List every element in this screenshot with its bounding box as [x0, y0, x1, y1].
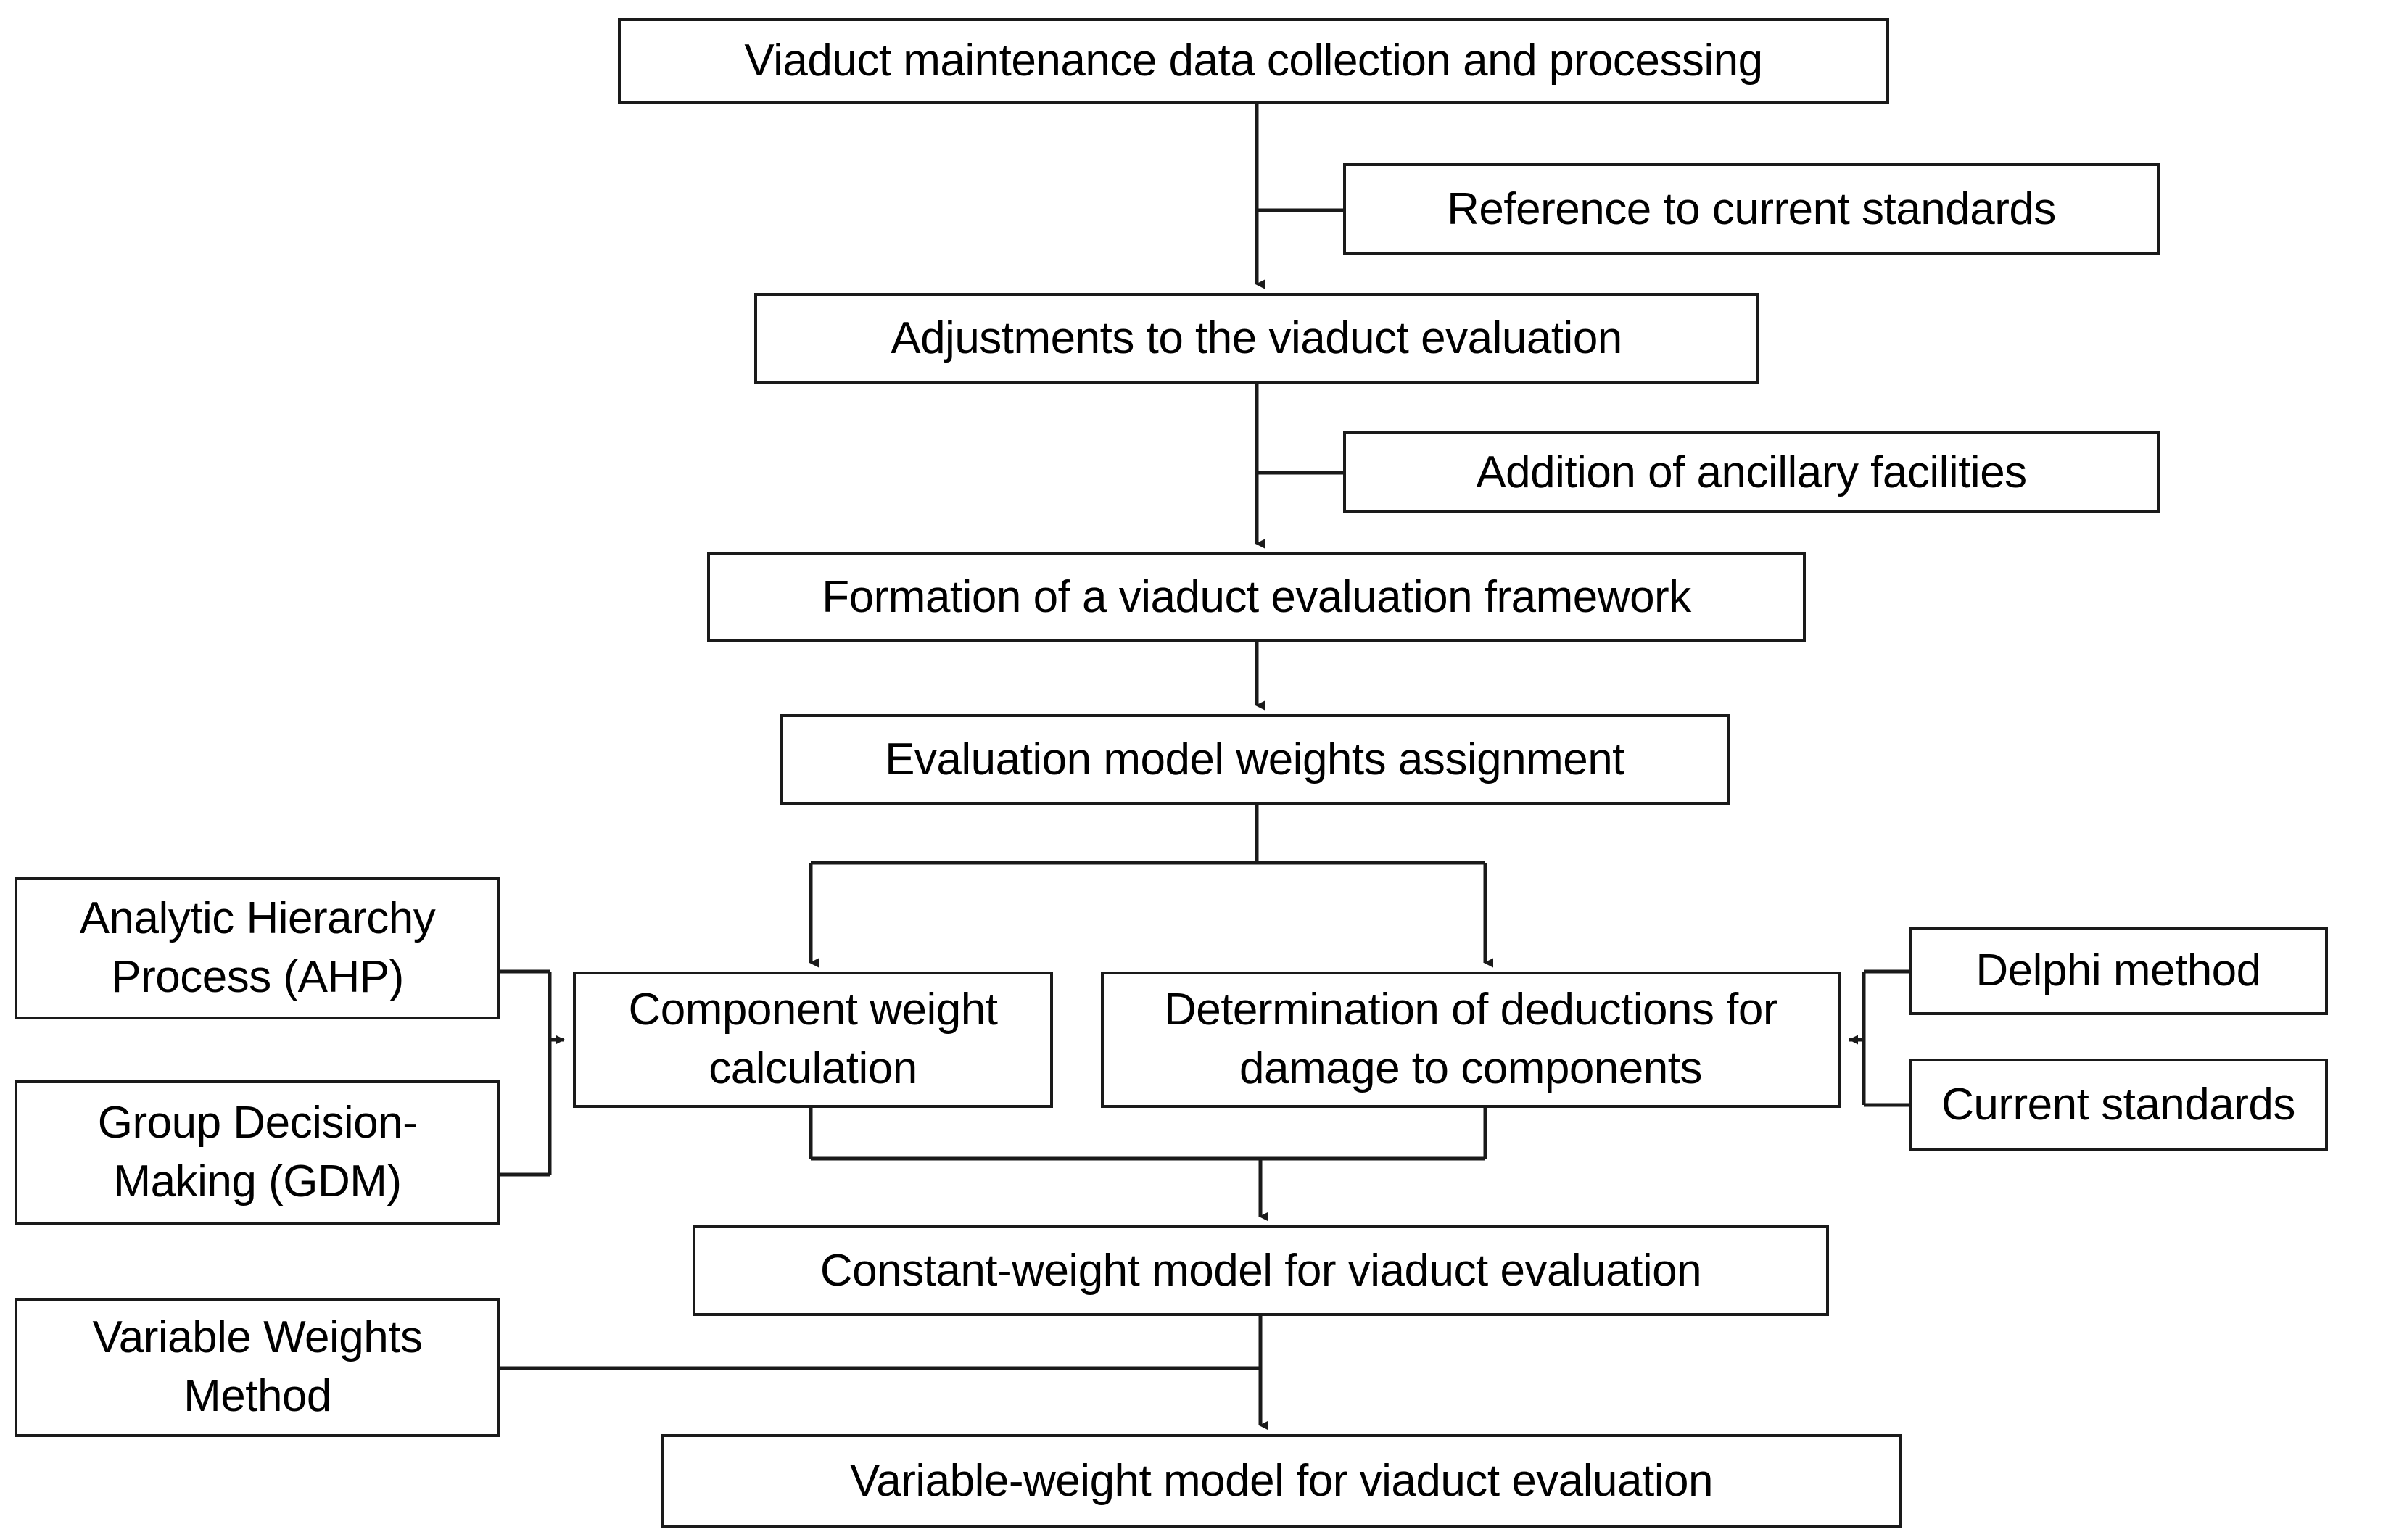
node-current-standards[interactable]: Current standards: [1909, 1059, 2328, 1151]
node-label: Addition of ancillary facilities: [1476, 447, 2027, 497]
node-label: Delphi method: [1975, 945, 2261, 996]
node-label: Reference to current standards: [1447, 183, 2056, 234]
node-weights-assignment[interactable]: Evaluation model weights assignment: [780, 714, 1730, 805]
node-deductions[interactable]: Determination of deductions for damage t…: [1101, 972, 1841, 1108]
node-label: Current standards: [1941, 1080, 2295, 1130]
node-gdm[interactable]: Group Decision-Making (GDM): [15, 1080, 500, 1225]
node-constant-weight-model[interactable]: Constant-weight model for viaduct evalua…: [693, 1225, 1829, 1316]
node-reference-standards[interactable]: Reference to current standards: [1343, 163, 2160, 255]
node-framework-formation[interactable]: Formation of a viaduct evaluation framew…: [707, 552, 1806, 642]
node-data-collection[interactable]: Viaduct maintenance data collection and …: [618, 18, 1889, 104]
node-label: Evaluation model weights assignment: [885, 734, 1624, 785]
node-label: Group Decision-Making (GDM): [97, 1098, 418, 1206]
node-label: Variable-weight model for viaduct evalua…: [850, 1456, 1713, 1507]
node-label: Analytic Hierarchy Process (AHP): [79, 893, 436, 1002]
node-variable-weights-method[interactable]: Variable Weights Method: [15, 1298, 500, 1437]
node-label: Component weight calculation: [628, 985, 998, 1093]
node-component-weight[interactable]: Component weight calculation: [573, 972, 1053, 1108]
node-label: Viaduct maintenance data collection and …: [744, 36, 1763, 86]
node-delphi[interactable]: Delphi method: [1909, 927, 2328, 1015]
node-label: Determination of deductions for damage t…: [1163, 985, 1778, 1093]
node-label: Constant-weight model for viaduct evalua…: [819, 1245, 1702, 1296]
node-ahp[interactable]: Analytic Hierarchy Process (AHP): [15, 877, 500, 1019]
node-label: Formation of a viaduct evaluation framew…: [822, 571, 1691, 622]
node-adjustments[interactable]: Adjustments to the viaduct evaluation: [754, 293, 1759, 384]
node-variable-weight-model[interactable]: Variable-weight model for viaduct evalua…: [661, 1434, 1902, 1528]
node-label: Adjustments to the viaduct evaluation: [891, 313, 1622, 364]
node-label: Variable Weights Method: [92, 1312, 423, 1421]
node-ancillary-facilities[interactable]: Addition of ancillary facilities: [1343, 431, 2160, 513]
